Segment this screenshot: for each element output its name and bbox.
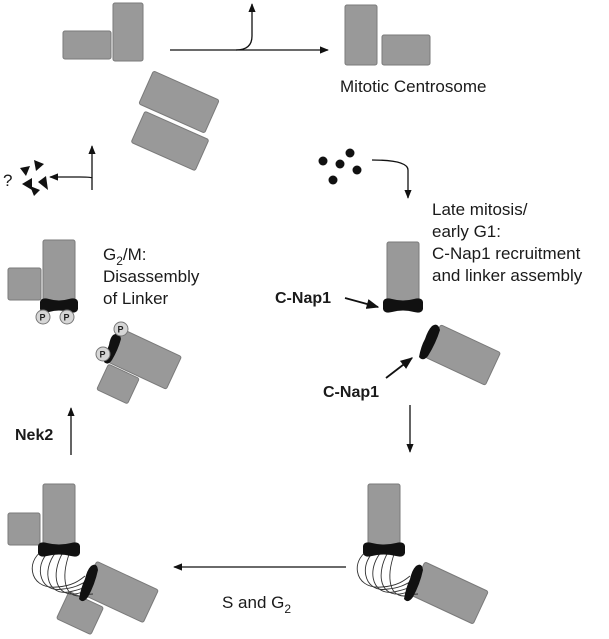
phospho-label: P (64, 313, 70, 323)
centriole-tilted-lower (131, 111, 209, 171)
disassembly-line-2: of Linker (103, 289, 169, 308)
cnap1-cap (419, 324, 440, 360)
fragment (38, 176, 48, 190)
separated-centrioles (131, 71, 220, 171)
cnap1-label-bottom: C-Nap1 (323, 384, 379, 401)
cnap1-particles (318, 148, 362, 185)
phospho-label: P (100, 350, 106, 360)
fragment (34, 160, 44, 171)
centrosome-top-left (62, 2, 144, 62)
fragment (30, 186, 40, 196)
late-mitosis-line-2: early G1: (432, 222, 501, 241)
procentriole-left (7, 267, 42, 301)
centrosome-duplicated-left (7, 483, 159, 635)
late-mitosis-label: Late mitosis/ early G1: C-Nap1 recruitme… (432, 200, 583, 285)
nek2-label: Nek2 (15, 427, 53, 444)
centriole-vertical (42, 483, 76, 547)
centrosome-cnap1-recruited (383, 241, 501, 386)
cnap1-dot (345, 148, 355, 158)
g2m-label: G2/M: Disassembly of Linker (103, 245, 200, 308)
question-mark: ? (3, 171, 12, 190)
fragment (22, 178, 32, 190)
disassembly-line-1: Disassembly (103, 267, 200, 286)
fragment (20, 166, 30, 176)
g2m-title: G2/M: (103, 245, 147, 268)
degraded-linker-fragments: ? (3, 160, 48, 196)
cnap1-cap (383, 298, 423, 313)
procentriole-bottom (96, 364, 140, 404)
centrosome-g2m: P P P P (7, 239, 182, 404)
cnap1-recruitment-arrow (371, 159, 412, 199)
procentriole-bottom (56, 591, 104, 635)
centriole-horizontal (381, 34, 431, 66)
centriole-vertical (386, 241, 420, 305)
centriole-vertical (344, 4, 378, 66)
late-mitosis-line-1: Late mitosis/ (432, 200, 528, 219)
cnap1-pointer-bottom (385, 357, 413, 379)
cnap1-dot (335, 159, 345, 169)
cnap1-dot (318, 156, 328, 166)
late-mitosis-line-3: C-Nap1 recruitment (432, 244, 581, 263)
phospho-marker: P (35, 309, 51, 325)
mitotic-centrosome-label: Mitotic Centrosome (340, 77, 486, 96)
cnap1-cap (404, 564, 423, 602)
cnap1-label-top: C-Nap1 (275, 290, 331, 307)
procentriole-left (7, 512, 41, 546)
fragment-release-arrow (49, 145, 96, 190)
cnap1-dot (328, 175, 338, 185)
top-transition-arrow (170, 3, 329, 54)
centrosome-linked-right (356, 483, 489, 624)
late-mitosis-line-4: and linker assembly (432, 266, 583, 285)
cnap1-cap (79, 564, 98, 602)
phospho-marker: P (95, 346, 111, 362)
phospho-marker: P (113, 321, 129, 337)
centriole-vertical (42, 239, 76, 303)
centriole-horizontal (62, 30, 112, 60)
centriole-tilted-upper (138, 71, 220, 133)
cnap1-cap (363, 542, 405, 557)
mitotic-centrosome (344, 4, 431, 66)
cnap1-dot (352, 165, 362, 175)
cnap1-cap (40, 298, 78, 313)
centriole-vertical (367, 483, 401, 547)
cnap1-cap (38, 542, 80, 557)
phospho-label: P (118, 325, 124, 335)
phospho-marker: P (59, 309, 75, 325)
centriole-vertical (112, 2, 144, 62)
s-g2-label: S and G2 (222, 593, 291, 616)
cnap1-pointer-top (344, 297, 380, 309)
phospho-label: P (40, 313, 46, 323)
